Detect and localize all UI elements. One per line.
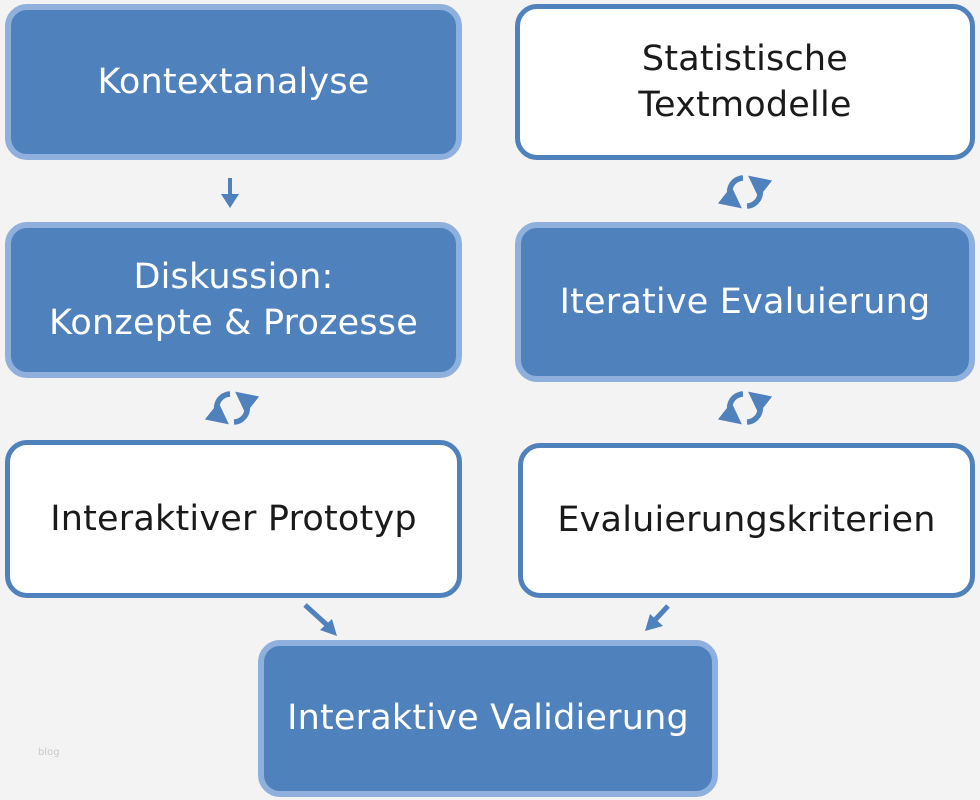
box-evaluierungskriterien-label: Evaluierungskriterien: [557, 500, 936, 541]
box-kontextanalyse-label: Kontextanalyse: [97, 61, 370, 102]
arrow-diagonal-right-icon: [303, 603, 337, 636]
box-statistische-textmodelle: Statistische Textmodelle: [515, 4, 975, 160]
box-statistische-textmodelle-line2: Textmodelle: [638, 85, 852, 125]
box-statistische-textmodelle-line1: Statistische: [641, 38, 849, 79]
cycle-arrows-icon: [717, 175, 773, 209]
box-diskussion-line1: Diskussion:: [133, 256, 334, 297]
box-interaktiver-prototyp-label: Interaktiver Prototyp: [50, 498, 417, 539]
box-kontextanalyse: Kontextanalyse: [5, 4, 462, 160]
box-interaktive-validierung: Interaktive Validierung: [258, 640, 718, 797]
arrow-diagonal-left-icon: [645, 604, 670, 631]
box-iterative-evaluierung: Iterative Evaluierung: [515, 222, 975, 382]
cycle-arrows-icon: [204, 391, 260, 425]
arrow-down-icon: [221, 178, 239, 208]
box-interaktive-validierung-label: Interaktive Validierung: [287, 698, 689, 739]
box-iterative-evaluierung-label: Iterative Evaluierung: [559, 281, 931, 322]
box-diskussion: Diskussion: Konzepte & Prozesse: [5, 222, 462, 378]
cycle-arrows-icon: [717, 391, 773, 425]
box-interaktiver-prototyp: Interaktiver Prototyp: [5, 440, 462, 598]
box-evaluierungskriterien: Evaluierungskriterien: [518, 443, 975, 598]
box-diskussion-line2: Konzepte & Prozesse: [49, 303, 418, 343]
watermark-text: blog: [38, 747, 60, 758]
